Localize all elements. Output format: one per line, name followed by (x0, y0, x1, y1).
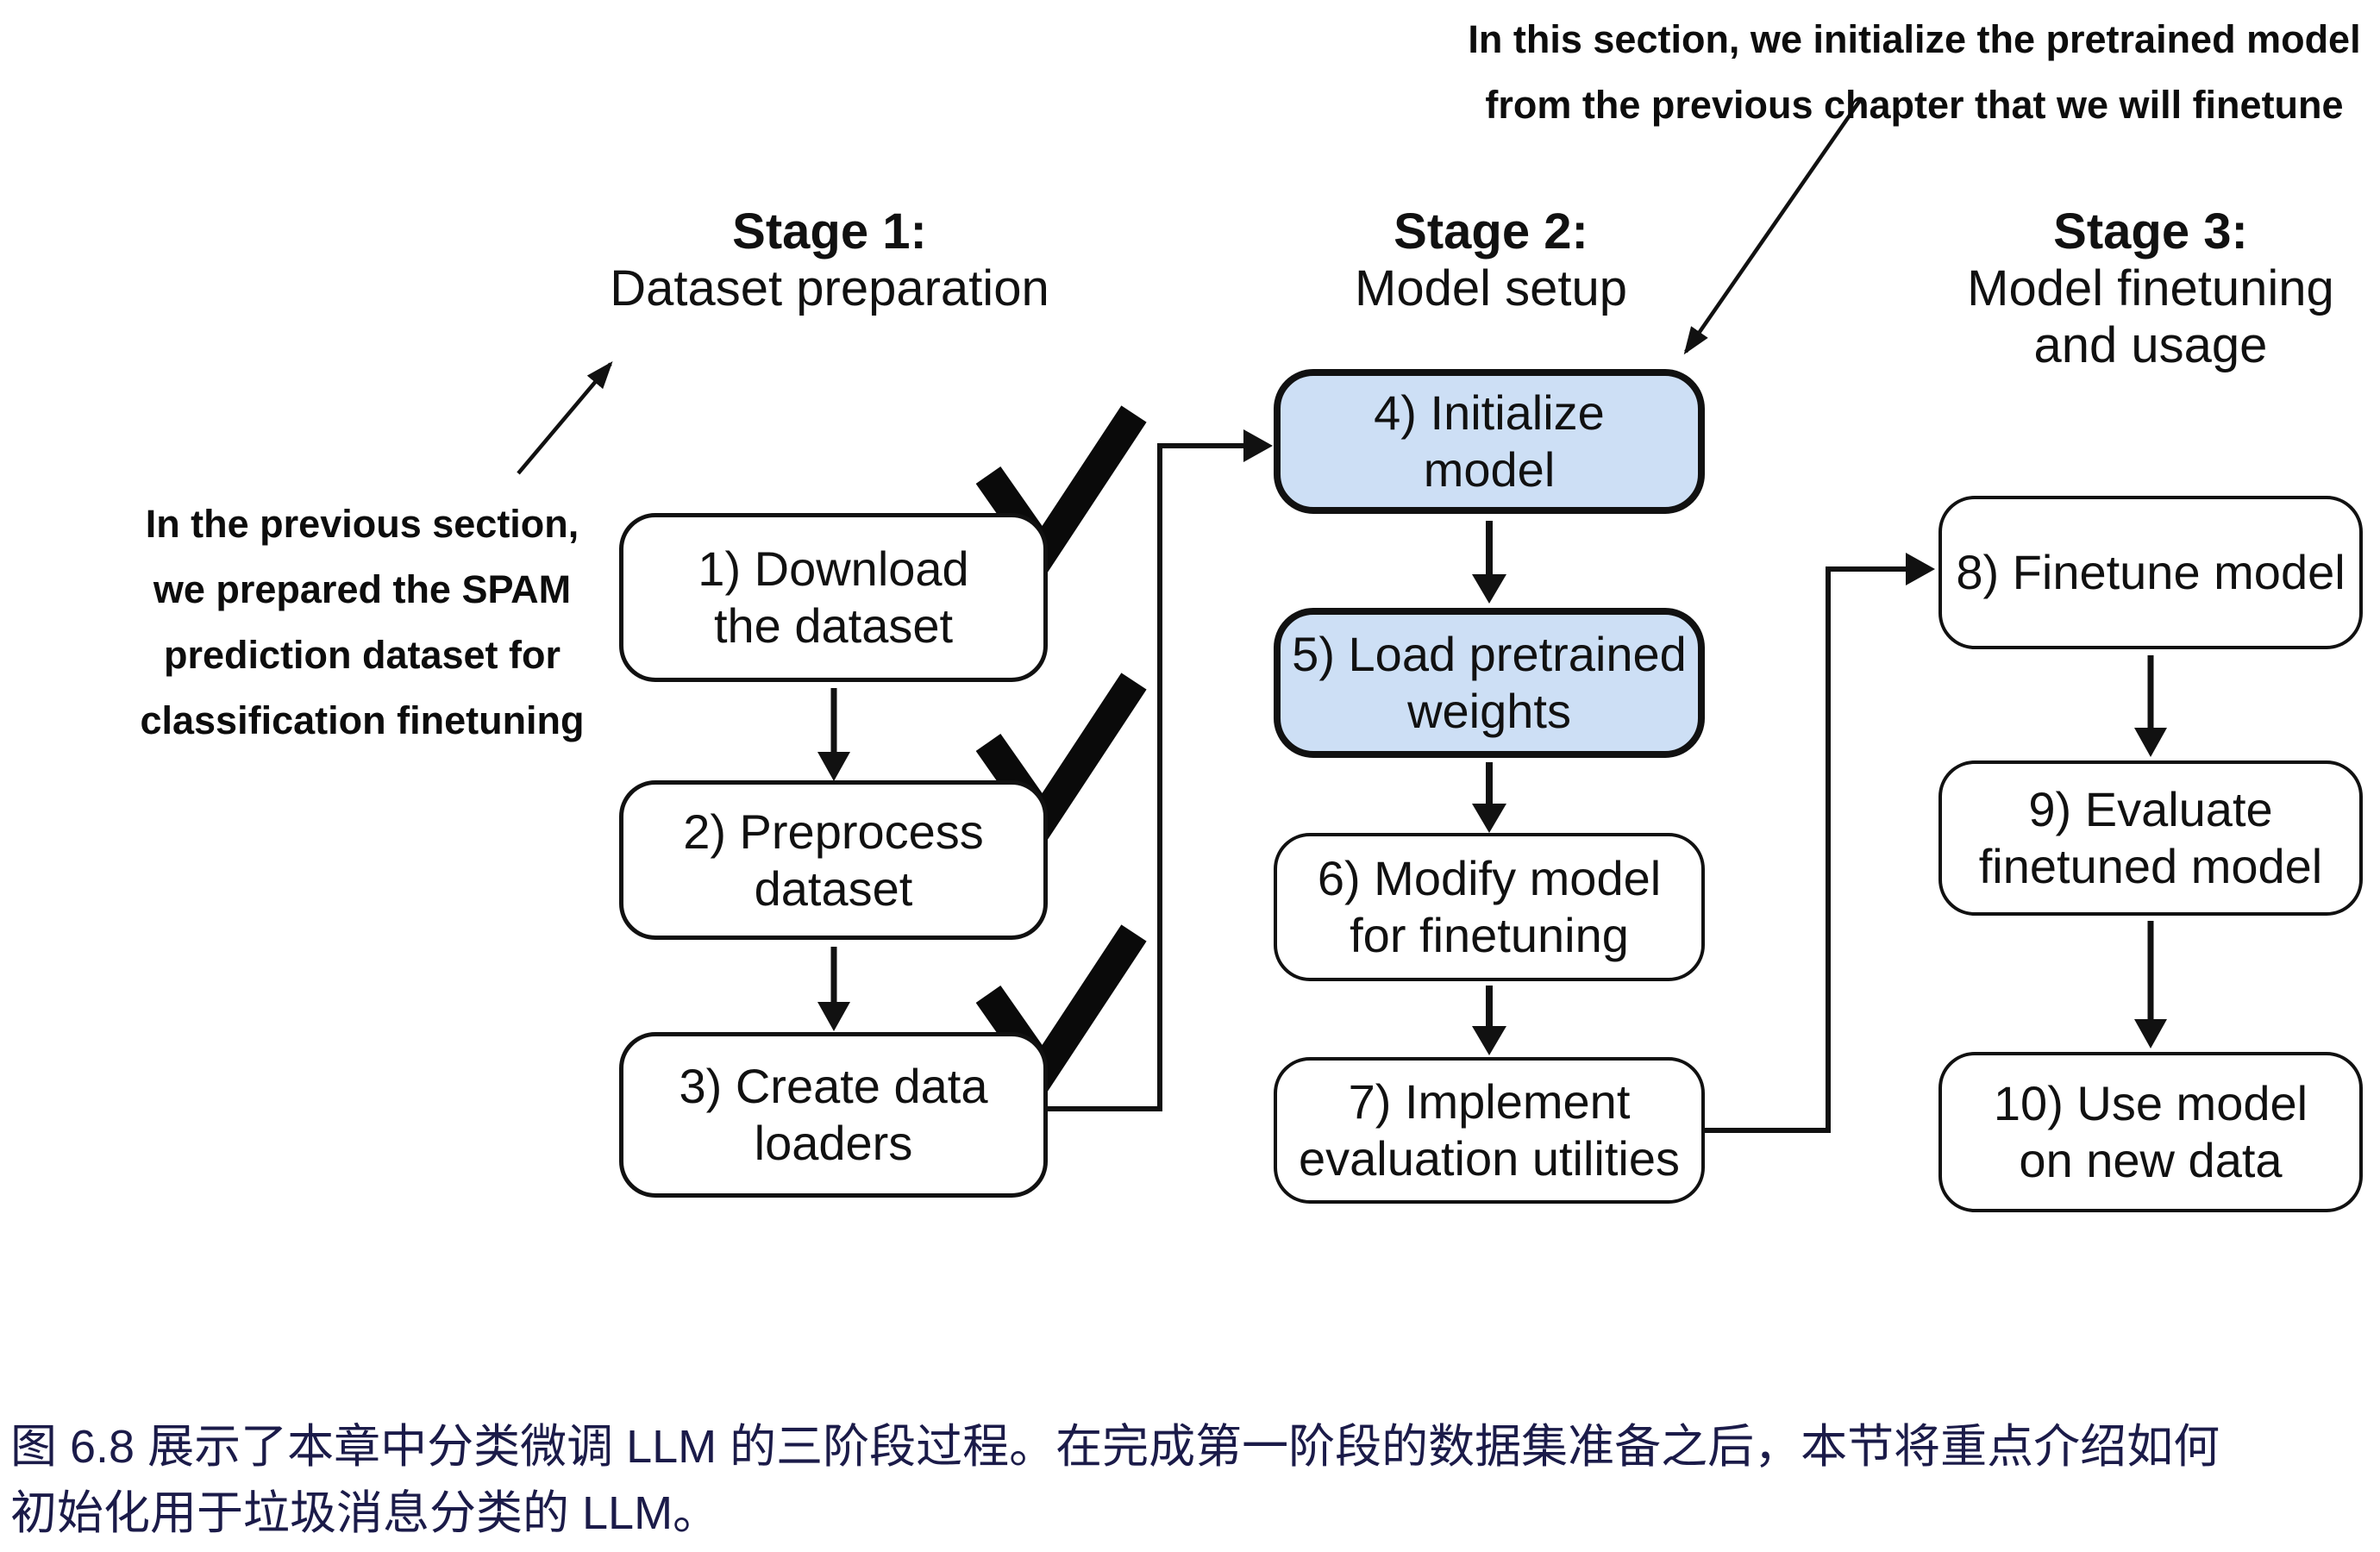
connector-box7-box8 (1705, 553, 1935, 1133)
stage3-title: Stage 3: (2053, 203, 2248, 260)
arrow-box2-box3 (817, 947, 850, 1031)
box-label-line: weights (1407, 684, 1571, 738)
box-label-line: 1) Download (698, 541, 969, 596)
box-label-line: 3) Create data (679, 1059, 988, 1113)
flow-box-modify-model: 6) Modify model for finetuning (1274, 833, 1705, 981)
box-label-line: on new data (2019, 1133, 2283, 1187)
box-label-line: 4) Initialize (1374, 385, 1605, 440)
stage2-title: Stage 2: (1394, 203, 1588, 260)
stage3-subtitle2: and usage (2033, 317, 2268, 373)
box-label-line: evaluation utilities (1298, 1131, 1681, 1186)
left-annotation-arrow (517, 360, 613, 475)
arrow-box4-box5 (1472, 521, 1506, 604)
top-annotation-line: from the previous chapter that we will f… (1485, 83, 2344, 127)
figure-caption: 图 6.8 展示了本章中分类微调 LLM 的三阶段过程。在完成第一阶段的数据集准… (10, 1414, 2373, 1547)
box-label-line: 8) Finetune model (1956, 545, 2346, 599)
flow-box-create-data-loaders: 3) Create data loaders (619, 1032, 1048, 1198)
box-label-line: 7) Implement (1348, 1074, 1631, 1129)
connector-box3-box4 (1048, 429, 1273, 1111)
flow-box-finetune-model: 8) Finetune model (1938, 496, 2363, 649)
flow-box-download-dataset: 1) Download the dataset (619, 513, 1048, 682)
caption-line: 初始化用于垃圾消息分类的 LLM。 (10, 1487, 720, 1539)
stage3-header: Stage 3: Model finetuning and usage (1883, 203, 2380, 374)
box-label-line: the dataset (713, 598, 954, 653)
flow-box-initialize-model: 4) Initialize model (1274, 369, 1705, 514)
arrow-box9-box10 (2134, 921, 2167, 1048)
top-annotation: In this section, we initialize the pretr… (1419, 7, 2380, 138)
stage3-subtitle: Model finetuning (1967, 260, 2334, 316)
arrow-box6-box7 (1472, 986, 1506, 1055)
left-annotation-line: In the previous section, (145, 502, 579, 546)
stage1-header: Stage 1: Dataset preparation (562, 203, 1097, 317)
box-label-line: 10) Use model (1993, 1076, 2308, 1130)
arrow-box8-box9 (2134, 655, 2167, 757)
box-label-line: for finetuning (1350, 908, 1629, 962)
flow-box-load-pretrained-weights: 5) Load pretrained weights (1274, 608, 1705, 758)
flow-box-preprocess-dataset: 2) Preprocess dataset (619, 780, 1048, 940)
box-label-line: 9) Evaluate (2028, 782, 2273, 836)
box-label-line: 6) Modify model (1317, 851, 1662, 905)
left-annotation: In the previous section, we prepared the… (82, 491, 642, 754)
caption-line: 图 6.8 展示了本章中分类微调 LLM 的三阶段过程。在完成第一阶段的数据集准… (10, 1421, 2220, 1473)
box-label-line: 5) Load pretrained (1292, 627, 1687, 681)
arrow-box5-box6 (1472, 762, 1506, 833)
box-label-line: finetuned model (1978, 839, 2323, 893)
left-annotation-line: prediction dataset for (163, 633, 561, 677)
top-annotation-arrow (1683, 97, 1863, 355)
stage1-title: Stage 1: (732, 203, 927, 260)
arrow-box1-box2 (817, 688, 850, 781)
box-label-line: model (1423, 442, 1556, 497)
stage1-subtitle: Dataset preparation (610, 260, 1049, 316)
left-annotation-line: classification finetuning (140, 698, 585, 742)
stage2-header: Stage 2: Model setup (1224, 203, 1758, 317)
box-label-line: 2) Preprocess (683, 804, 984, 859)
left-annotation-line: we prepared the SPAM (153, 567, 572, 611)
flow-box-evaluate-finetuned-model: 9) Evaluate finetuned model (1938, 760, 2363, 916)
stage2-subtitle: Model setup (1355, 260, 1627, 316)
flow-box-use-model-new-data: 10) Use model on new data (1938, 1052, 2363, 1212)
top-annotation-line: In this section, we initialize the pretr… (1468, 17, 2361, 61)
box-label-line: dataset (754, 860, 913, 916)
flow-box-implement-evaluation-utilities: 7) Implement evaluation utilities (1274, 1057, 1705, 1204)
box-label-line: loaders (754, 1116, 913, 1170)
